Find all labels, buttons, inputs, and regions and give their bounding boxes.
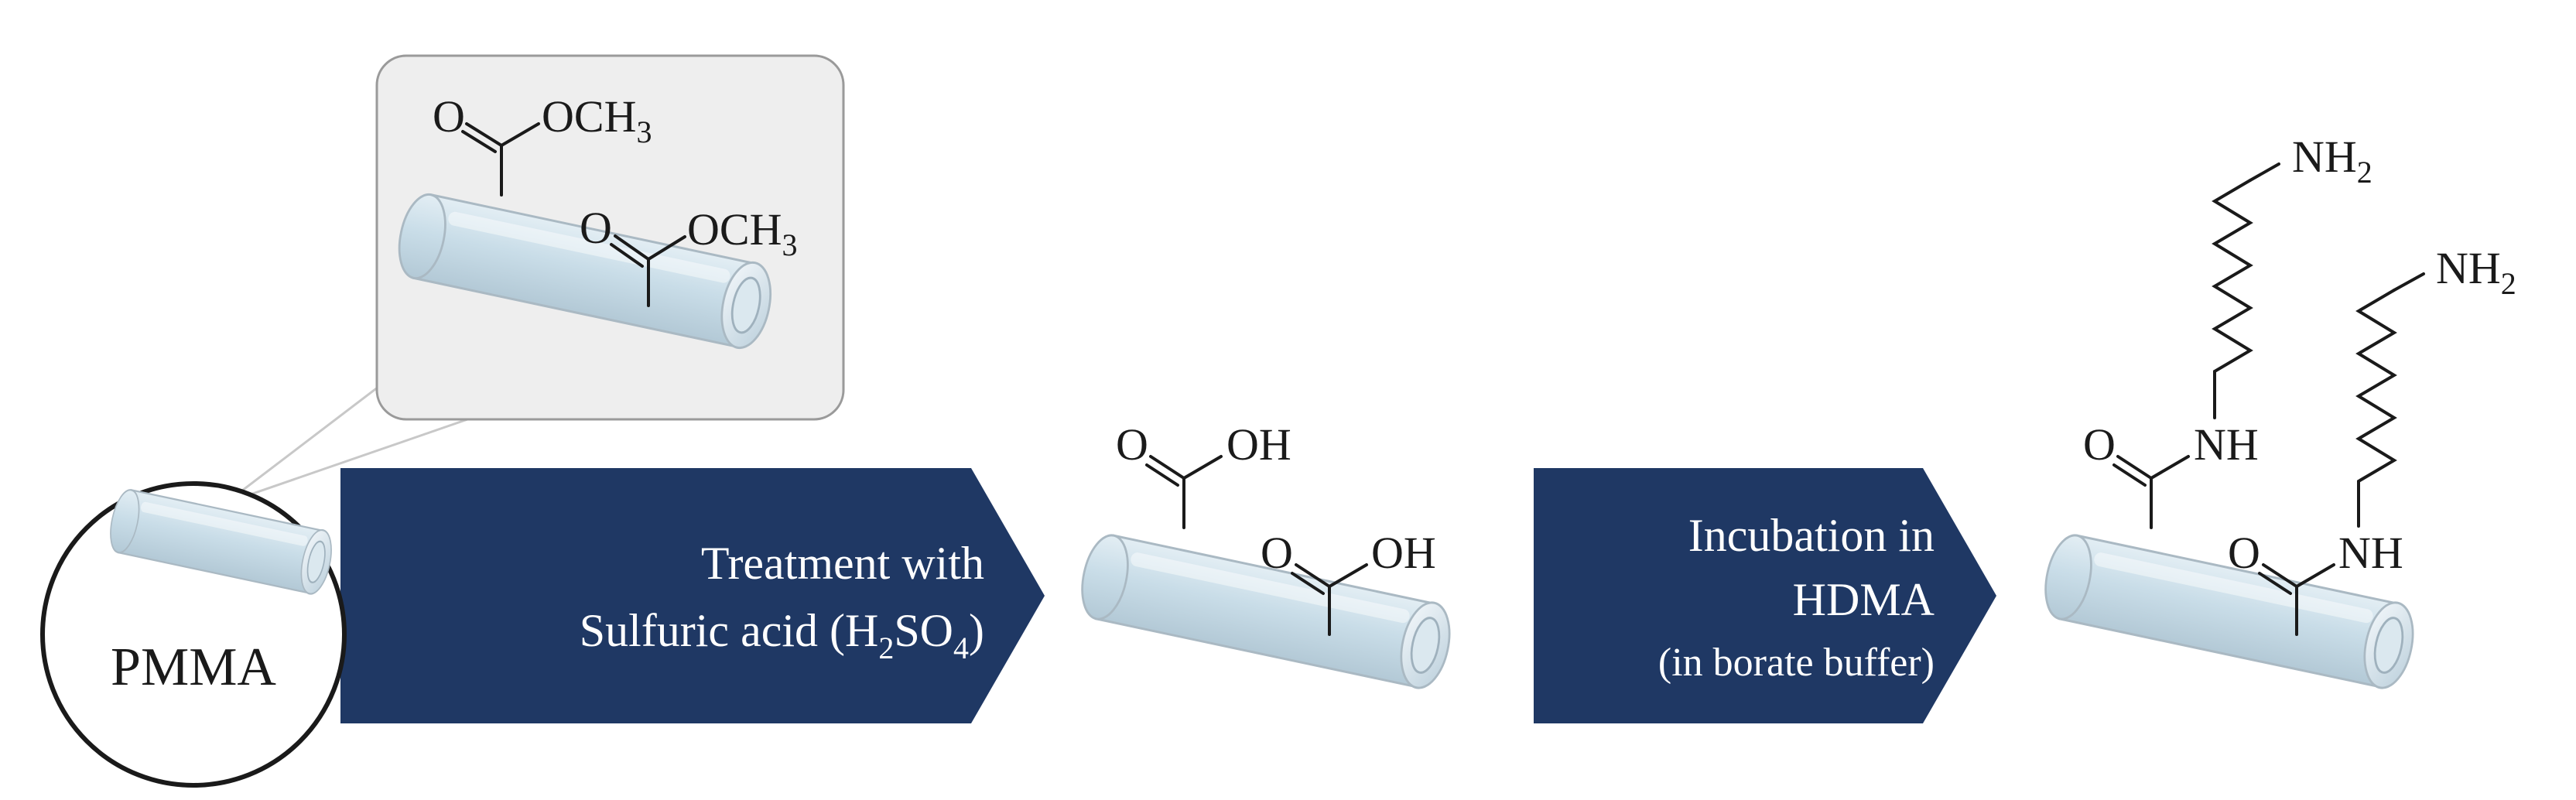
pmma-inset: O OCH3 O OCH3	[375, 54, 845, 421]
amide2-nh: NH	[2338, 528, 2403, 578]
ester1-carbonyl-o: O	[433, 91, 465, 142]
pmma-circle: PMMA	[40, 481, 347, 788]
step1-line2: Sulfuric acid (H2SO4)	[580, 605, 984, 665]
ester2-carbonyl-o: O	[580, 203, 612, 253]
amide1-nh: NH	[2194, 419, 2259, 470]
acid2-carbonyl-o: O	[1261, 528, 1293, 578]
amide-group-1: O NH NH2	[2083, 132, 2372, 529]
acid1-oh: OH	[1226, 419, 1291, 470]
ester1-och3: OCH3	[542, 91, 652, 149]
ester-group-1: O OCH3	[433, 91, 652, 197]
acid1-carbonyl-o: O	[1116, 419, 1148, 470]
arrow-step-treatment: Treatment with Sulfuric acid (H2SO4)	[340, 468, 1045, 723]
step2-line3: (in borate buffer)	[1658, 641, 1935, 685]
amide2-carbonyl-o: O	[2228, 528, 2260, 578]
pmma-label: PMMA	[111, 638, 276, 697]
step2-line2: HDMA	[1793, 574, 1935, 625]
acid-group-2: O OH	[1261, 528, 1436, 636]
acid2-oh: OH	[1371, 528, 1436, 578]
ester-group-2: O OCH3	[580, 203, 797, 307]
carboxylated-fiber: O OH O OH	[1073, 419, 1458, 694]
amine1-nh2: NH2	[2292, 132, 2372, 190]
aminated-fiber: O NH NH2 O NH NH2	[2037, 132, 2516, 694]
arrow-step-incubation: Incubation in HDMA (in borate buffer)	[1534, 468, 1996, 723]
ester2-och3: OCH3	[687, 204, 797, 262]
acid-group-1: O OH	[1116, 419, 1291, 529]
amide1-carbonyl-o: O	[2083, 419, 2116, 470]
amide-group-2: O NH NH2	[2228, 243, 2516, 636]
amine2-nh2: NH2	[2436, 243, 2516, 301]
step2-line1: Incubation in	[1688, 510, 1935, 561]
step1-line1: Treatment with	[701, 538, 984, 589]
